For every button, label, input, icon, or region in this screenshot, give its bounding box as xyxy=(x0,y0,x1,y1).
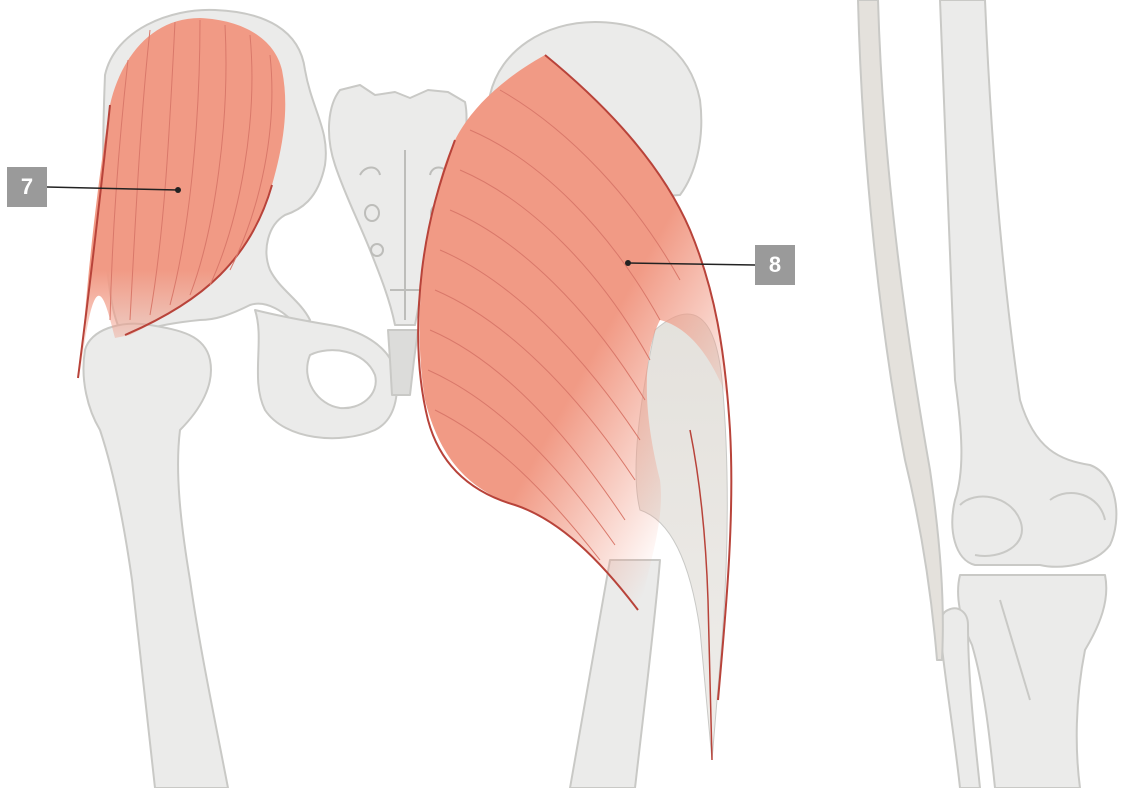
label-8-text: 8 xyxy=(769,252,781,278)
leader-dot-7 xyxy=(175,187,181,193)
side-tibia xyxy=(958,575,1106,788)
side-band xyxy=(858,0,943,660)
left-femur xyxy=(83,324,228,788)
side-femur xyxy=(940,0,1116,567)
left-pubis xyxy=(255,310,397,438)
coccyx xyxy=(388,330,418,395)
label-8: 8 xyxy=(755,245,795,285)
leader-dot-8 xyxy=(625,260,631,266)
label-7: 7 xyxy=(7,167,47,207)
label-7-text: 7 xyxy=(21,174,33,200)
right-femur xyxy=(570,560,660,788)
